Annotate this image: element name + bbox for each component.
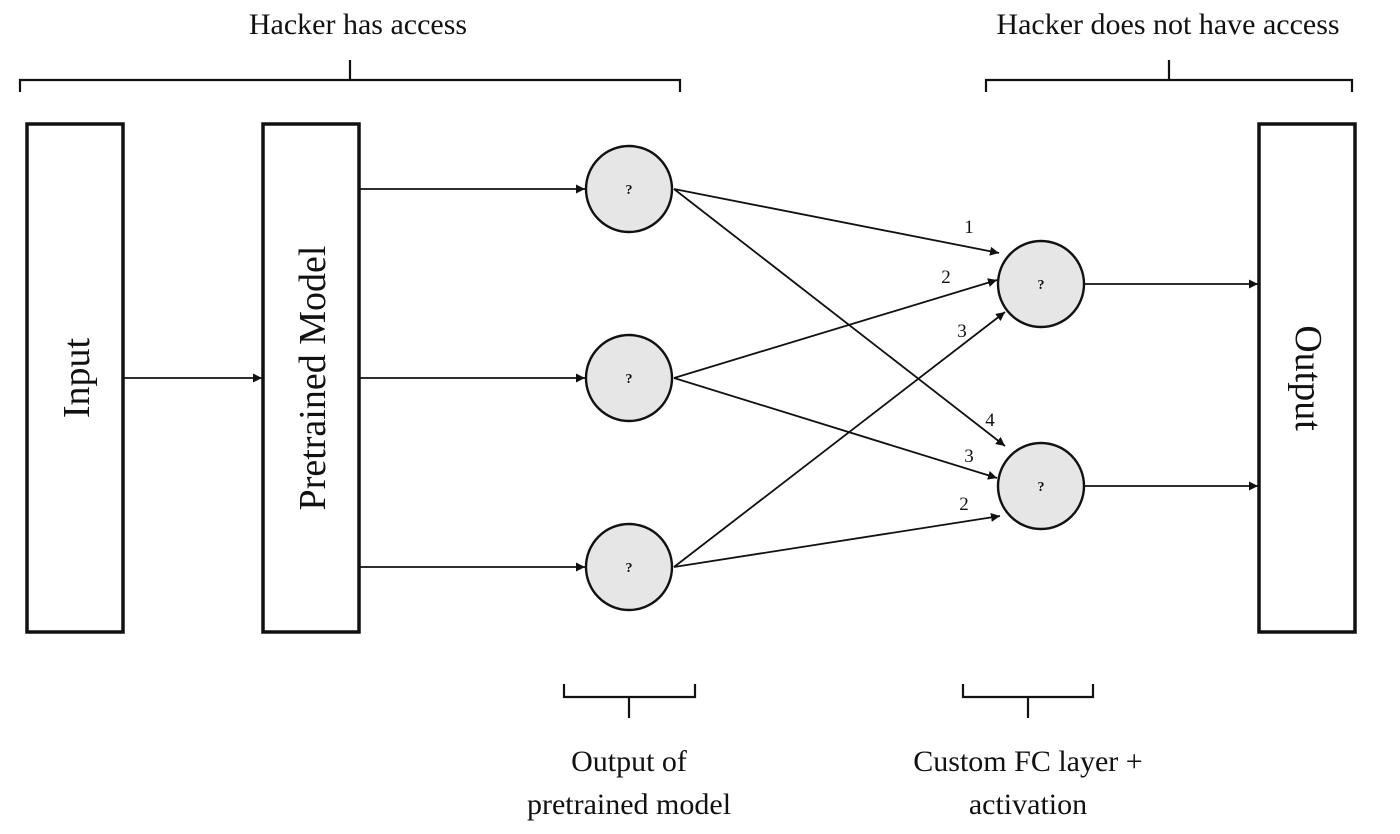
output-block: Output xyxy=(1257,122,1357,634)
edge-top-to-lower xyxy=(673,188,1006,447)
weight-label-mid-lower: 3 xyxy=(964,446,974,467)
edge-bot-to-upper xyxy=(673,311,1006,568)
hacker-has-access-label: Hacker has access xyxy=(249,8,467,41)
hacker-no-access-label: Hacker does not have access xyxy=(996,8,1339,41)
node-question-label: ? xyxy=(1038,278,1045,293)
edge-mid-to-upper xyxy=(673,278,998,379)
weight-label-bot-upper: 3 xyxy=(957,321,967,342)
edge-mid-to-lower xyxy=(673,377,998,480)
pretrained-model-label: Pretrained Model xyxy=(292,246,334,511)
pretrained-output-node-bot: ? xyxy=(584,522,674,612)
weight-label-mid-upper: 2 xyxy=(941,267,951,288)
node-question-label: ? xyxy=(1038,480,1045,495)
edge-bot-to-lower xyxy=(673,512,1001,568)
node-question-label: ? xyxy=(626,183,633,198)
hacker-no-access-bracket xyxy=(984,60,1354,92)
pretrained-output-label-line2: pretrained model xyxy=(527,788,731,821)
node-question-label: ? xyxy=(626,372,633,387)
custom-layer-node-upper: ? xyxy=(996,239,1086,329)
hacker-has-access-bracket xyxy=(18,60,682,92)
custom-layer-node-lower: ? xyxy=(996,441,1086,531)
node-question-label: ? xyxy=(626,561,633,576)
pretrained-output-node-top: ? xyxy=(584,144,674,234)
weight-label-top-lower: 4 xyxy=(985,410,995,431)
pretrained-output-label-line1: Output of xyxy=(571,745,687,778)
weight-label-bot-lower: 2 xyxy=(959,494,969,515)
edge-top-to-upper xyxy=(673,188,1000,256)
custom-layer-label-line1: Custom FC layer + xyxy=(913,745,1142,778)
weight-label-top-upper: 1 xyxy=(964,217,974,238)
pretrained-model-block: Pretrained Model xyxy=(261,122,361,634)
pretrained-output-bracket xyxy=(562,684,697,718)
pretrained-output-node-mid: ? xyxy=(584,333,674,423)
custom-layer-bracket xyxy=(961,684,1095,718)
input-block: Input xyxy=(25,122,125,634)
input-label: Input xyxy=(56,337,98,418)
custom-layer-label-line2: activation xyxy=(969,788,1087,821)
output-label: Output xyxy=(1287,325,1329,431)
